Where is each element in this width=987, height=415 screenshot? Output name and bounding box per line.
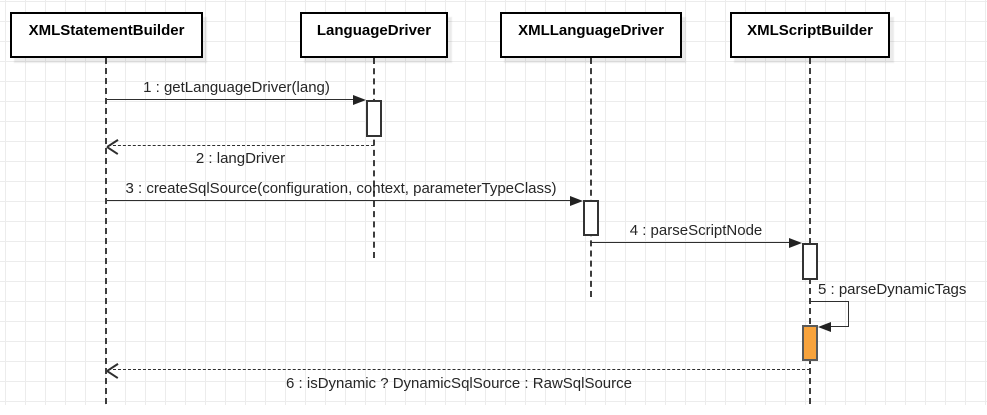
activation-xml-language-driver bbox=[583, 200, 599, 236]
message-4-line bbox=[590, 242, 790, 243]
canvas-bottom-margin bbox=[0, 405, 987, 415]
actor-name: XMLStatementBuilder bbox=[28, 22, 185, 39]
message-6-line bbox=[108, 369, 810, 370]
lifeline-xml-language-driver bbox=[590, 58, 592, 297]
message-2-line bbox=[108, 145, 374, 146]
message-5-loop-right-line bbox=[848, 301, 849, 327]
message-1-arrowhead-icon bbox=[353, 94, 366, 105]
actor-name: XMLLanguageDriver bbox=[518, 22, 664, 39]
actor-box-language-driver: LanguageDriver bbox=[300, 12, 448, 58]
actor-name: LanguageDriver bbox=[316, 22, 432, 39]
lifeline-xml-statement-builder bbox=[105, 58, 107, 404]
actor-name: XMLScriptBuilder bbox=[747, 22, 873, 39]
actor-box-xml-script-builder: XMLScriptBuilder bbox=[730, 12, 890, 58]
message-6-label: 6 : isDynamic ? DynamicSqlSource : RawSq… bbox=[286, 375, 632, 392]
message-3-line bbox=[107, 200, 571, 201]
message-4-label: 4 : parseScriptNode bbox=[629, 222, 763, 239]
message-1-label: 1 : getLanguageDriver(lang) bbox=[143, 79, 330, 96]
message-3-arrowhead-icon bbox=[570, 195, 583, 206]
lifeline-language-driver bbox=[373, 58, 375, 258]
message-5-loop-top-line bbox=[809, 301, 849, 302]
message-1-line bbox=[107, 99, 354, 100]
activation-language-driver bbox=[366, 100, 382, 137]
message-2-label: 2 : langDriver bbox=[195, 150, 286, 167]
message-5-label: 5 : parseDynamicTags bbox=[818, 281, 967, 298]
message-5-loop-bottom-line bbox=[830, 326, 849, 327]
actor-box-xml-statement-builder: XMLStatementBuilder bbox=[10, 12, 203, 58]
message-5-arrowhead-icon bbox=[818, 321, 831, 332]
activation-xml-script-builder bbox=[802, 243, 818, 280]
activation-highlight-parse-dynamic-tags bbox=[802, 325, 818, 361]
message-3-label: 3 : createSqlSource(configuration, conte… bbox=[125, 180, 557, 197]
actor-box-xml-language-driver: XMLLanguageDriver bbox=[500, 12, 682, 58]
lifeline-xml-script-builder bbox=[809, 58, 811, 404]
message-4-arrowhead-icon bbox=[789, 237, 802, 248]
